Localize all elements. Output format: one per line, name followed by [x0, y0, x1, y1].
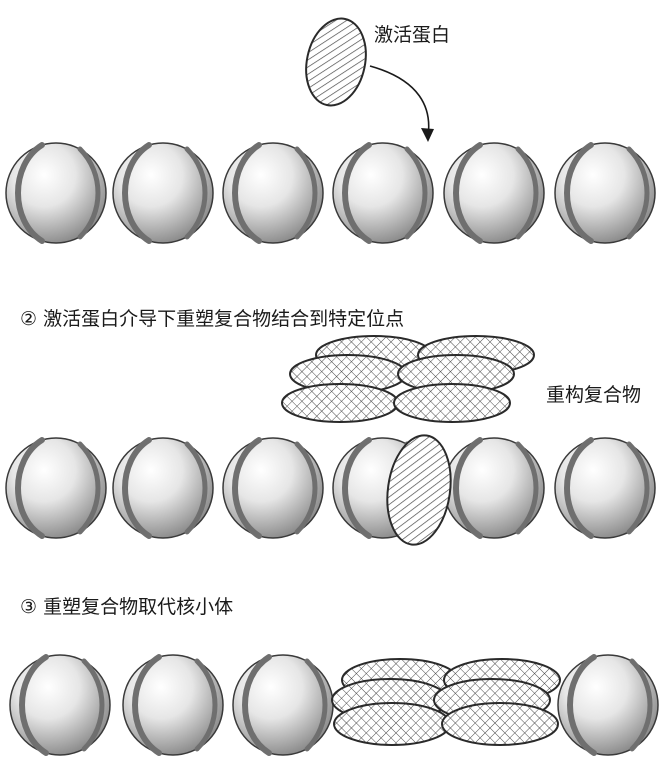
nucleosome-row-2 — [6, 438, 655, 538]
nucleosome — [555, 143, 655, 243]
nucleosome-row-1 — [6, 143, 655, 243]
activator-label: 激活蛋白 — [374, 24, 450, 46]
nucleosome — [113, 143, 213, 243]
nucleosome — [113, 438, 213, 538]
remodeling-complex-displacing — [332, 659, 560, 745]
nucleosome — [333, 143, 433, 243]
remodeling-complex-label: 重构复合物 — [546, 384, 641, 406]
remodeling-complex — [282, 336, 534, 422]
nucleosome — [223, 143, 323, 243]
nucleosome — [558, 655, 658, 755]
nucleosome — [123, 655, 223, 755]
nucleosome — [233, 655, 333, 755]
nucleosome — [555, 438, 655, 538]
activator-protein — [298, 13, 373, 111]
nucleosome — [10, 655, 110, 755]
step3-caption: ③ 重塑复合物取代核小体 — [20, 596, 233, 618]
nucleosome — [444, 438, 544, 538]
step2-caption: ② 激活蛋白介导下重塑复合物结合到特定位点 — [20, 308, 404, 330]
nucleosome — [6, 438, 106, 538]
nucleosome — [444, 143, 544, 243]
nucleosome — [223, 438, 323, 538]
binding-arrow — [370, 66, 429, 136]
nucleosome — [6, 143, 106, 243]
binding-arrowhead — [421, 128, 434, 142]
